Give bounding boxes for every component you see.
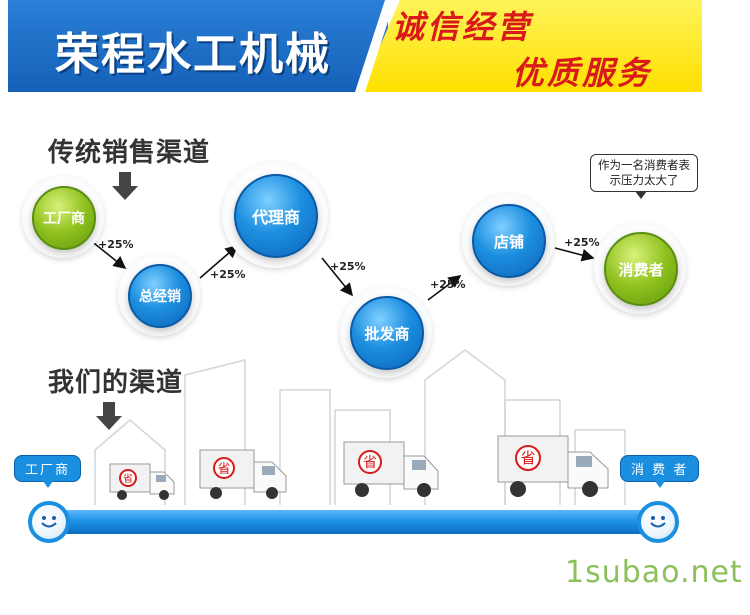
smiley-face-right (650, 516, 666, 528)
distributor-node: 总经销 (128, 264, 192, 328)
direct-channel-bar (40, 510, 660, 534)
markup-label: +25% (564, 236, 600, 249)
end-consumer-tag: 消 费 者 (620, 455, 700, 488)
down-arrow-icon (112, 172, 138, 200)
consumer-smiley-icon (637, 501, 679, 543)
truck-badge: 省 (520, 449, 535, 467)
flow-arrows (89, 239, 595, 301)
factory-smiley-icon (28, 501, 70, 543)
slogan-line-2: 优质服务 (512, 54, 653, 92)
store-node: 店铺 (472, 204, 546, 278)
header-banner-yellow (360, 0, 702, 92)
agent-node: 代理商 (234, 174, 318, 258)
site-watermark: 1subao.net (565, 555, 743, 590)
smiley-face-left (41, 516, 57, 528)
truck-xlarge: 省 (497, 435, 609, 497)
truck-badge: 省 (123, 472, 133, 485)
slogan-line-1: 诚信经营 (392, 8, 533, 46)
truck-large: 省 (343, 441, 439, 497)
our-channel-title: 我们的渠道 (48, 368, 184, 398)
truck-badge: 省 (217, 462, 230, 477)
markup-label: +25% (210, 268, 246, 281)
company-title: 荣程水工机械 (55, 29, 331, 80)
markup-label: +25% (98, 238, 134, 251)
wholesaler-node: 批发商 (350, 296, 424, 370)
header-banner-blue (8, 0, 388, 92)
truck-badge: 省 (363, 455, 377, 471)
start-factory-tag: 工厂商 (14, 455, 82, 488)
consumer-speech-bubble: 作为一名消费者表示压力太大了 (590, 154, 698, 199)
traditional-channel-title: 传统销售渠道 (48, 138, 211, 168)
down-arrow-icon (96, 402, 122, 430)
markup-label: +25% (330, 260, 366, 273)
consumer-node: 消费者 (604, 232, 678, 306)
markup-label: +25% (430, 278, 466, 291)
truck-small: 省 (109, 463, 175, 500)
truck-medium: 省 (199, 449, 287, 499)
factory-node: 工厂商 (32, 186, 96, 250)
